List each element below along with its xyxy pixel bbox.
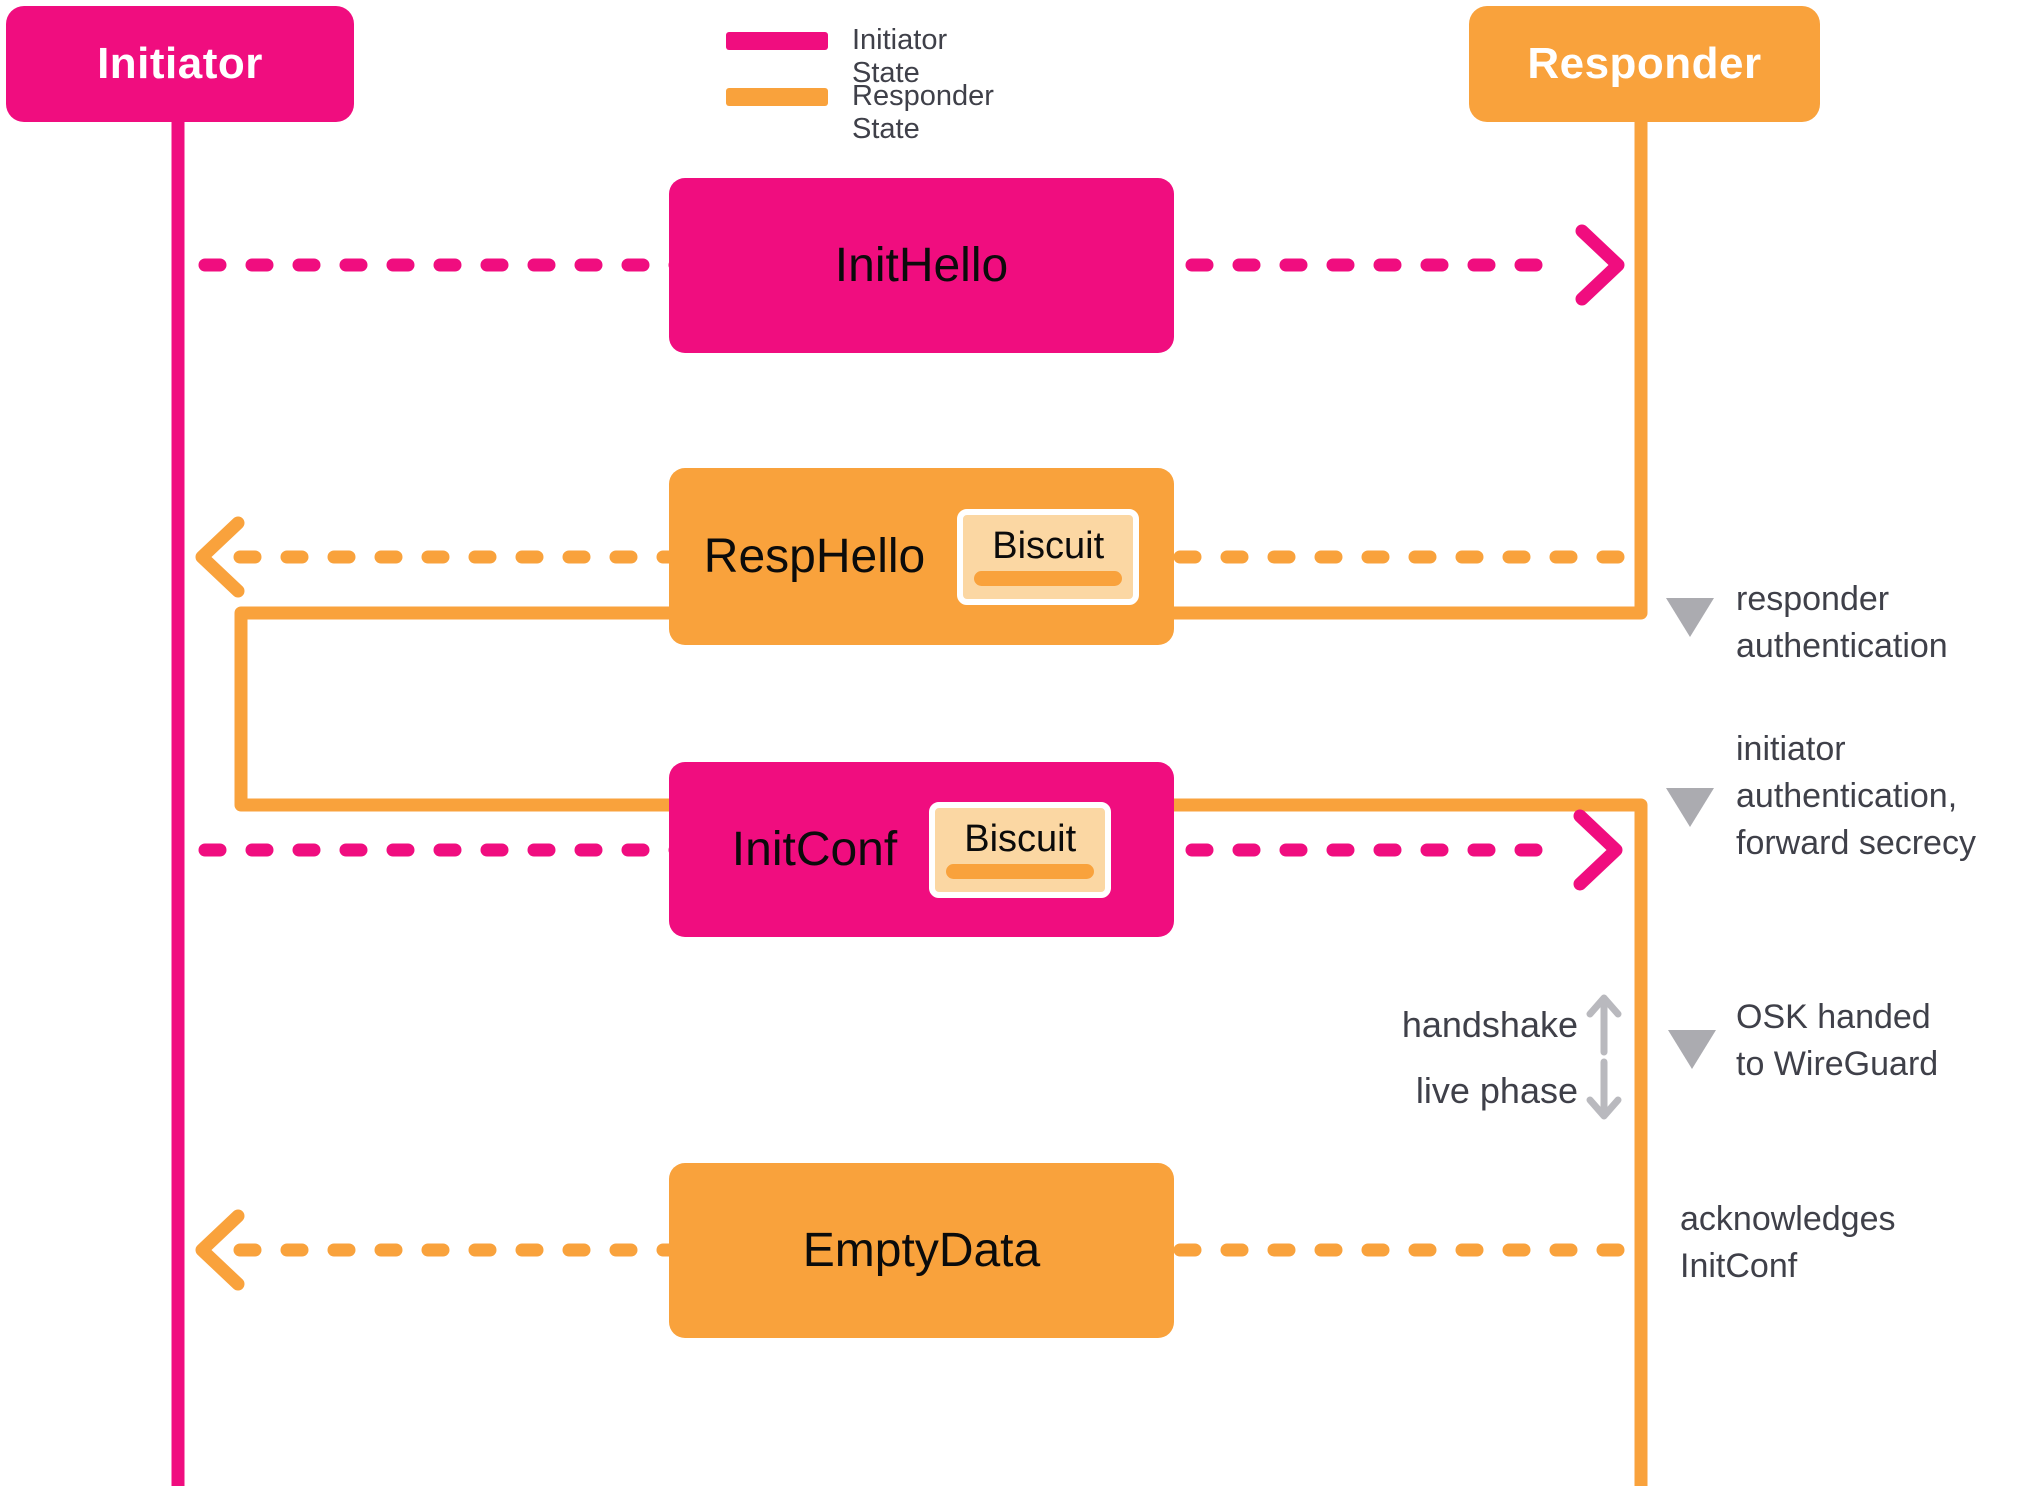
empty-data-message-box: EmptyData — [669, 1163, 1174, 1338]
responder-state-swatch — [726, 88, 828, 106]
initiator-state-legend-label: Initiator State — [852, 24, 948, 89]
responder-state-path — [234, 64, 1648, 1486]
resp-hello-biscuit-underline — [974, 571, 1123, 587]
responder-auth-marker-icon — [1666, 598, 1714, 637]
resp-hello-biscuit-label: Biscuit — [992, 524, 1105, 567]
acknowledges-initconf-annotation: acknowledges InitConf — [1680, 1200, 1896, 1285]
resp-hello-message-box: RespHello Biscuit — [669, 468, 1174, 645]
empty-data-label: EmptyData — [802, 1224, 1041, 1277]
initiator-state-swatch — [726, 32, 828, 50]
handshake-up-arrow-icon — [1586, 994, 1622, 1056]
initiator-actor-label: Initiator — [97, 39, 263, 88]
initiator-auth-annotation: initiator authentication, forward secrec… — [1736, 730, 1976, 862]
empty-data-arrowhead-icon — [195, 1209, 245, 1291]
live-phase-down-arrow-icon — [1586, 1058, 1622, 1120]
init-conf-arrowhead-icon — [1573, 809, 1623, 891]
init-hello-arrowhead-icon — [1575, 224, 1625, 306]
init-conf-biscuit-underline — [946, 864, 1095, 880]
responder-auth-annotation: responder authentication — [1736, 580, 1948, 665]
responder-actor-label: Responder — [1527, 39, 1762, 88]
init-conf-biscuit-chip: Biscuit — [929, 801, 1112, 898]
resp-hello-arrowhead-icon — [195, 516, 245, 598]
live-phase-label: live phase — [1415, 1070, 1578, 1111]
osk-marker-icon — [1668, 1030, 1716, 1069]
init-conf-message-box: InitConf Biscuit — [669, 762, 1174, 937]
init-hello-label: InitHello — [834, 239, 1009, 292]
osk-annotation: OSK handed to WireGuard — [1736, 998, 1939, 1083]
initiator-actor-box: Initiator — [6, 6, 354, 122]
responder-actor-box: Responder — [1469, 6, 1820, 122]
resp-hello-label: RespHello — [703, 530, 926, 583]
init-hello-message-box: InitHello — [669, 178, 1174, 353]
responder-state-legend-label: Responder State — [852, 80, 994, 145]
resp-hello-biscuit-chip: Biscuit — [957, 508, 1140, 605]
init-conf-biscuit-label: Biscuit — [964, 817, 1077, 860]
init-conf-label: InitConf — [731, 823, 898, 876]
handshake-phase-label: handshake — [1401, 1004, 1578, 1045]
initiator-auth-marker-icon — [1666, 788, 1714, 827]
